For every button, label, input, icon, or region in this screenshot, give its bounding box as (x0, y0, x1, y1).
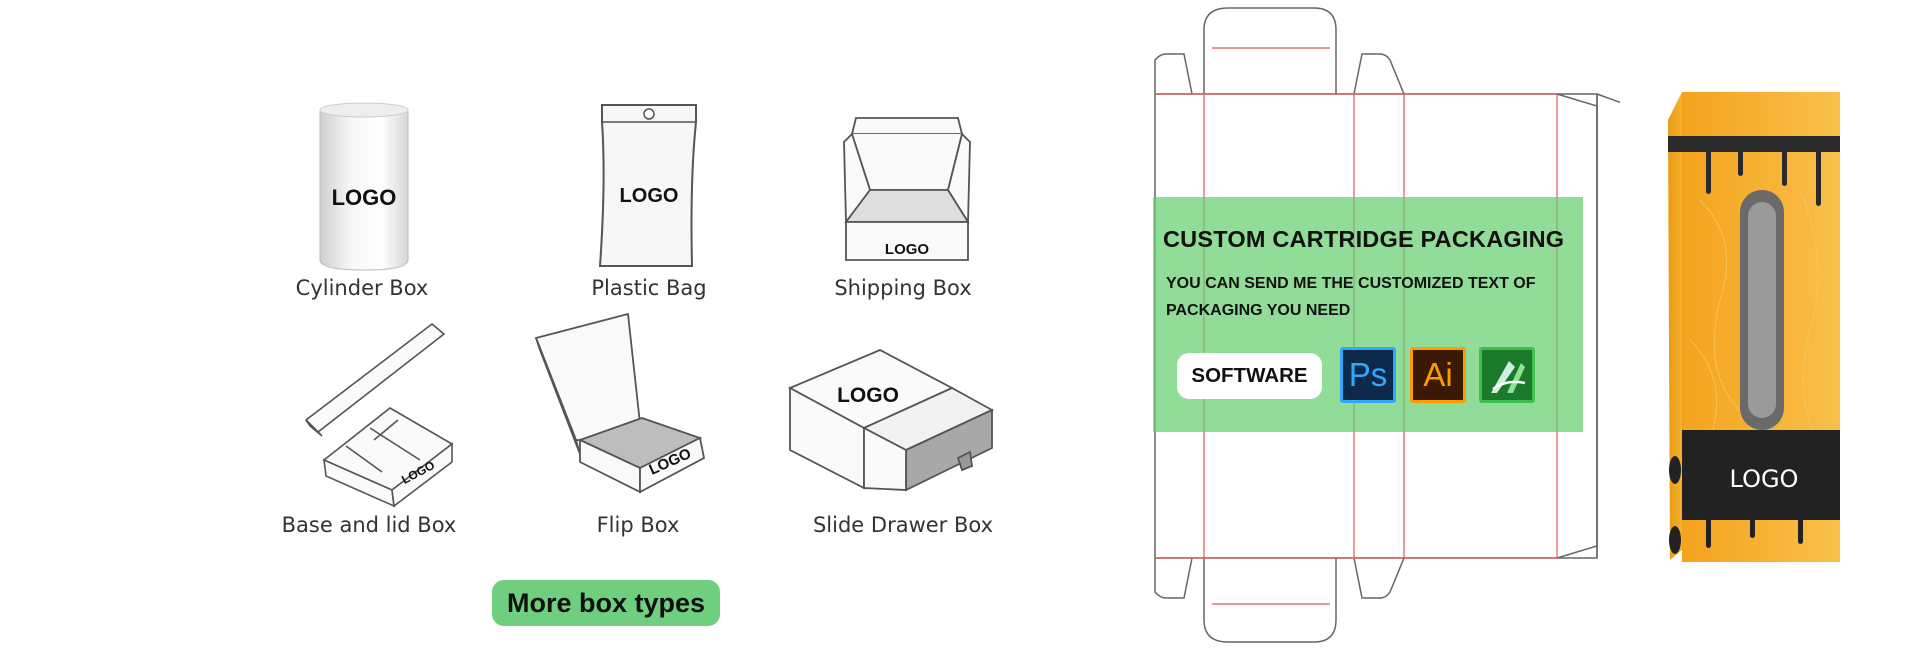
dieline-diagram (1154, 7, 1620, 643)
cylinder-box-icon: LOGO (319, 102, 409, 271)
caption-slide-drawer-box: Slide Drawer Box (812, 513, 994, 537)
logo-text: LOGO (837, 384, 899, 407)
product-logo-text: LOGO (1730, 465, 1799, 493)
caption-plastic-bag: Plastic Bag (591, 276, 707, 300)
plastic-bag-icon: LOGO (598, 104, 697, 267)
base-lid-box-icon: LOGO (304, 322, 454, 508)
flip-box-icon: LOGO (534, 312, 706, 494)
slide-drawer-box-icon: LOGO (787, 349, 994, 492)
cartridge-box-product: LOGO (1668, 92, 1840, 562)
banner-title: CUSTOM CARTRIDGE PACKAGING (1163, 226, 1565, 252)
box-types-illustrations: LOGO LOGO LOGO LOGO LOGO (304, 102, 994, 508)
logo-text: LOGO (620, 185, 679, 207)
logo-text: LOGO (332, 185, 397, 210)
shipping-box-icon: LOGO (843, 117, 971, 261)
software-label: SOFTWARE (1177, 353, 1322, 399)
photoshop-icon: Ps (1340, 347, 1396, 403)
caption-shipping-box: Shipping Box (834, 276, 972, 300)
more-box-types-button[interactable]: More box types (492, 580, 720, 626)
coreldraw-icon (1479, 347, 1535, 403)
banner-subtitle: YOU CAN SEND ME THE CUSTOMIZED TEXT OF P… (1166, 275, 1536, 319)
caption-base-lid-box: Base and lid Box (281, 513, 457, 537)
caption-flip-box: Flip Box (596, 513, 680, 537)
caption-cylinder-box: Cylinder Box (295, 276, 429, 300)
illustrator-icon: Ai (1410, 347, 1466, 403)
logo-text: LOGO (885, 241, 929, 258)
